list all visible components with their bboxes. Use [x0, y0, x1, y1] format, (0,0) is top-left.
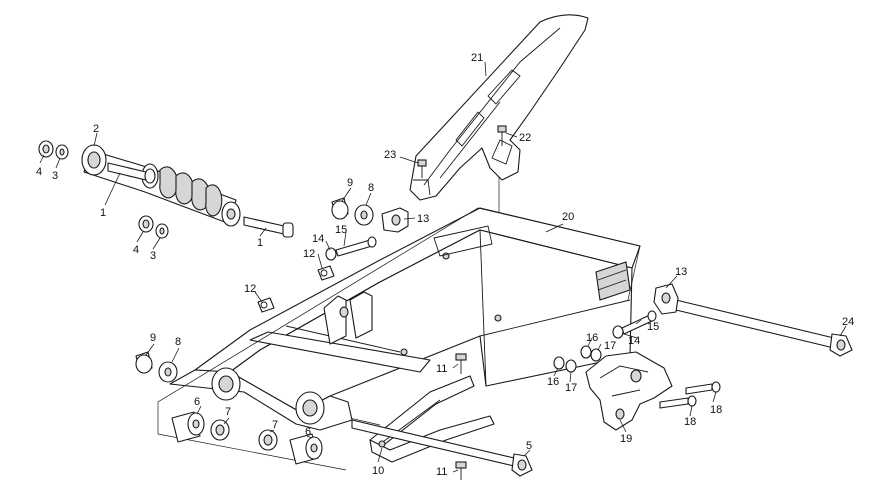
bolt-1-lower: [243, 216, 294, 238]
callout-14-upper: 14: [312, 233, 324, 245]
bolt-18-upper: [685, 381, 721, 395]
callout-4-upper: 4: [36, 166, 42, 178]
callout-12-upper: 12: [303, 248, 315, 260]
callout-19: 19: [620, 433, 632, 445]
callout-15-right: 15: [647, 321, 659, 333]
bearing-7-left: [210, 419, 230, 441]
callout-1-upper: 1: [100, 207, 106, 219]
callout-24: 24: [842, 316, 854, 328]
callout-23: 23: [384, 149, 396, 161]
screw-11-lower: [455, 461, 467, 480]
nut-4-lower: [138, 215, 154, 233]
screw-11-upper: [455, 353, 467, 374]
callout-3-upper: 3: [52, 170, 58, 182]
callout-labels: 21 22 23 20 2 1 1 4 3 4 3 9 8 13 15 14 1…: [36, 52, 854, 478]
washer-3-lower: [155, 223, 169, 239]
spacer-9-upper: [331, 197, 349, 220]
bolt-1-upper: [107, 162, 156, 184]
callout-22: 22: [519, 132, 531, 144]
callout-13-right: 13: [675, 266, 687, 278]
chain-guard: [409, 14, 589, 201]
bushing-6-left: [171, 411, 205, 443]
chain-adjuster-13-left: [381, 207, 409, 233]
callout-17-lower: 17: [565, 382, 577, 394]
callout-12-lower: 12: [244, 283, 256, 295]
callout-9-upper: 9: [347, 177, 353, 189]
callout-7-left: 7: [225, 406, 231, 418]
washer-3-upper: [55, 144, 69, 160]
pivot-shaft: [351, 419, 533, 477]
callout-15-upper: 15: [335, 224, 347, 236]
callout-8-upper: 8: [368, 182, 374, 194]
callout-1-lower: 1: [257, 237, 263, 249]
callout-11-lower: 11: [436, 466, 447, 478]
callout-18-upper: 18: [710, 404, 722, 416]
bolt-18-lower: [659, 395, 697, 409]
washer-17-upper: [590, 348, 602, 362]
callout-17-upper: 17: [604, 340, 616, 352]
callout-21: 21: [471, 52, 483, 64]
callout-13-left: 13: [417, 213, 429, 225]
callout-7-right: 7: [272, 419, 278, 431]
callout-16-lower: 16: [547, 376, 559, 388]
screw-22: [497, 125, 507, 146]
spacer-9-lower: [135, 351, 153, 374]
bushing-6-right: [289, 433, 323, 465]
nut-4-upper: [38, 140, 54, 158]
washer-8-upper: [354, 204, 374, 226]
bearing-7-right: [258, 429, 278, 451]
nut-14-upper: [325, 247, 337, 261]
callout-8-lower: 8: [175, 336, 181, 348]
callout-10: 10: [372, 465, 384, 477]
caliper-bracket: [585, 351, 673, 431]
washer-17-lower: [565, 359, 577, 373]
chain-adjuster-13-right: [653, 283, 679, 315]
callout-5: 5: [526, 440, 532, 452]
callout-18-lower: 18: [684, 416, 696, 428]
callout-6-left: 6: [194, 396, 200, 408]
callout-3-lower: 3: [150, 250, 156, 262]
callout-16-upper: 16: [586, 332, 598, 344]
callout-14-right: 14: [628, 335, 640, 347]
callout-6-right: 6: [305, 426, 311, 438]
nut-14-right: [612, 325, 624, 339]
callout-20: 20: [562, 211, 574, 223]
callout-4-lower: 4: [133, 244, 139, 256]
rear-axle: [675, 299, 853, 357]
callout-9-lower: 9: [150, 332, 156, 344]
callout-2: 2: [93, 123, 99, 135]
leader-lines: [39, 61, 847, 473]
swingarm: [169, 207, 641, 431]
nut-16-upper: [580, 345, 592, 359]
washer-8-lower: [158, 361, 178, 383]
assembly-outline: [157, 207, 641, 471]
bolt-15-upper: [335, 236, 377, 257]
nut-16-lower: [553, 356, 565, 370]
callout-11-upper: 11: [436, 363, 447, 375]
clip-12-upper: [317, 265, 335, 281]
